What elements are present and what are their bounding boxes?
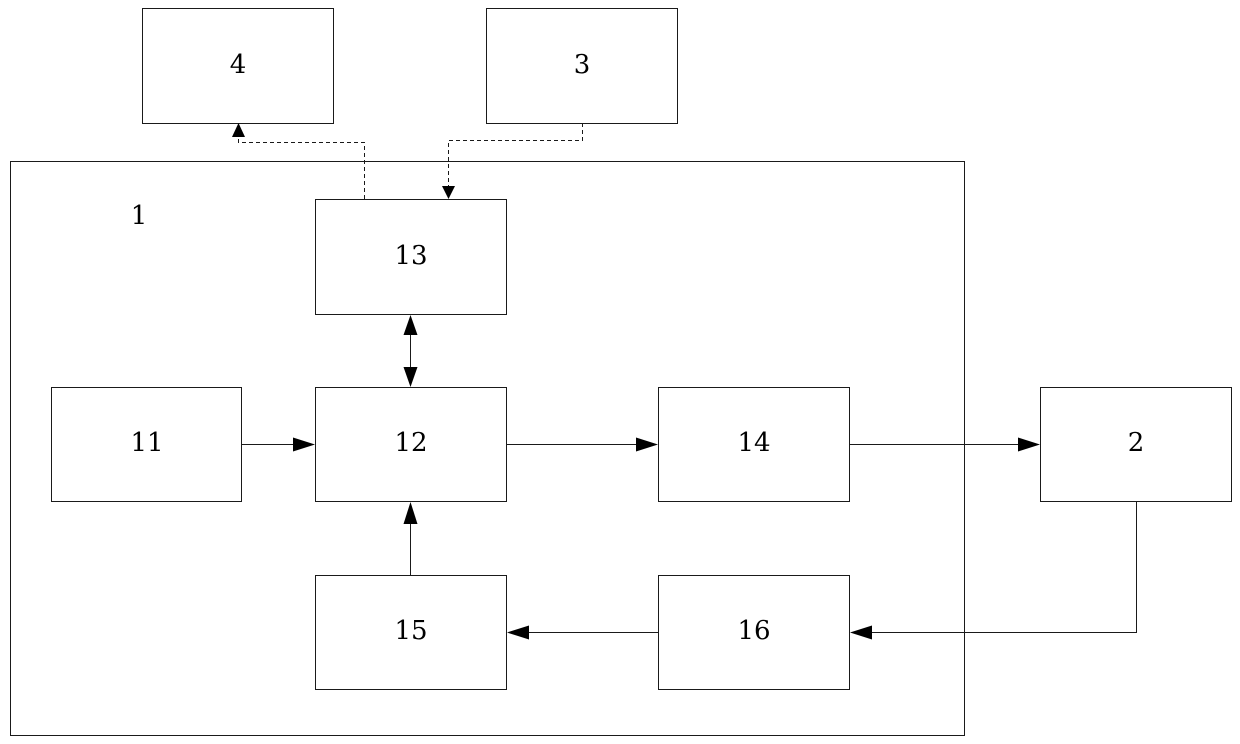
arrowhead-right [636,438,658,452]
arrowhead-right [293,438,315,452]
block-4: 4 [143,9,334,124]
connector-15-to-12 [404,502,418,575]
connector-13-to-4-line [239,137,365,199]
connector-2-to-16-line [869,502,1137,633]
block-12-label: 12 [394,428,427,458]
connector-12-to-14 [507,438,658,452]
arrowhead-up [232,123,245,137]
arrowhead-up [404,315,418,335]
connector-3-to-13-line [449,123,583,186]
block-13-label: 13 [394,241,427,271]
arrowhead-left [507,626,529,640]
block-12: 12 [316,388,507,502]
connector-13-12-bidirectional [404,315,418,387]
connector-16-to-15 [507,626,658,640]
block-3-label: 3 [574,50,591,80]
system-label: 1 [131,201,148,231]
connector-2-to-16 [850,502,1137,640]
block-11-label: 11 [130,428,163,458]
connector-11-to-12 [242,438,315,452]
connector-14-to-2 [850,438,1040,452]
arrowhead-left [850,626,872,640]
block-14-label: 14 [737,428,770,458]
arrowhead-down [404,367,418,387]
arrowhead-right [1018,438,1040,452]
block-4-label: 4 [230,50,247,80]
arrowhead-up [404,502,418,524]
block-16: 16 [659,576,850,690]
block-14: 14 [659,388,850,502]
block-3: 3 [487,9,678,124]
block-16-label: 16 [737,616,770,646]
block-11: 11 [52,388,242,502]
block-15: 15 [316,576,507,690]
arrowhead-down [442,186,455,199]
block-2-label: 2 [1128,428,1145,458]
block-13: 13 [316,200,507,315]
block-2: 2 [1041,388,1232,502]
block-15-label: 15 [394,616,427,646]
